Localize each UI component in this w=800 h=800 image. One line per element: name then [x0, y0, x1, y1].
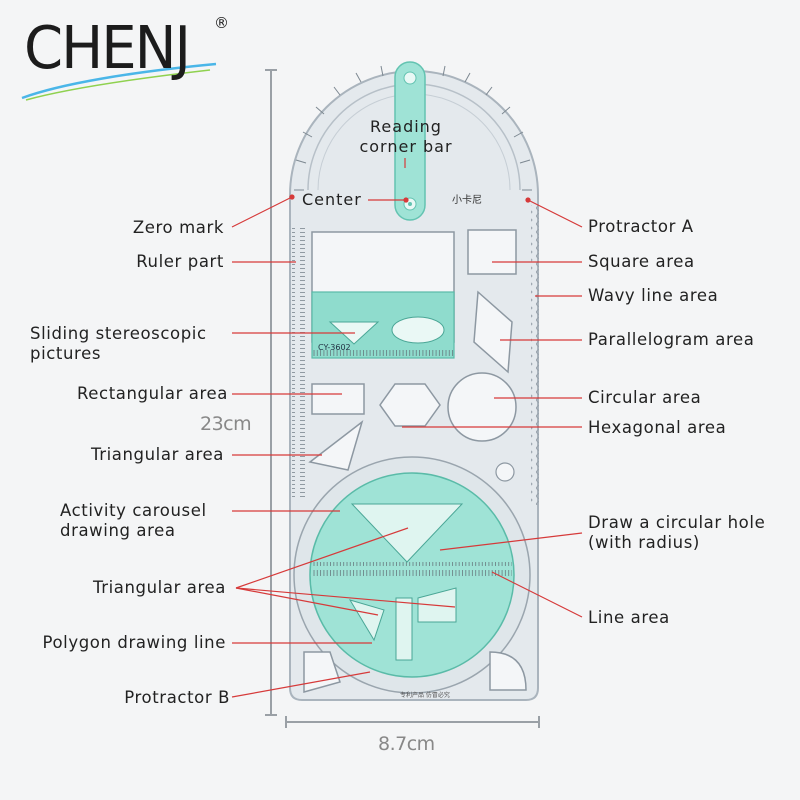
model-number: CY-3602 — [318, 343, 351, 352]
logo-swoosh-icon — [21, 62, 217, 101]
label-protractor-a: Protractor A — [588, 217, 694, 236]
reading-bar-label: Reading corner bar — [359, 117, 453, 156]
label-wavy-line-area: Wavy line area — [588, 286, 719, 305]
product-stamp: 小卡尼 — [452, 195, 482, 206]
product-footer-text: 专利产品 仿冒必究 — [400, 692, 450, 699]
label-circular-area: Circular area — [588, 388, 702, 407]
brand-logo — [20, 14, 220, 108]
label-rectangular-area: Rectangular area — [76, 384, 228, 403]
brand-name: CHENJ — [24, 14, 191, 83]
registered-mark: ® — [214, 14, 229, 32]
center-label: Center — [302, 190, 362, 209]
label-triangular-area-top: Triangular area — [90, 445, 224, 464]
label-line-area: Line area — [588, 608, 670, 627]
label-triangular-area-carousel: Triangular area — [92, 578, 226, 597]
label-parallelogram-area: Parallelogram area — [588, 330, 755, 349]
label-hexagonal-area: Hexagonal area — [588, 418, 727, 437]
label-zero-mark: Zero mark — [132, 218, 224, 237]
label-ruler-part: Ruler part — [136, 252, 224, 271]
label-sliding-pictures: Sliding stereoscopic pictures — [30, 324, 207, 363]
label-protractor-b: Protractor B — [124, 688, 230, 707]
label-circular-hole: Draw a circular hole (with radius) — [588, 513, 766, 552]
label-carousel-area: Activity carousel drawing area — [60, 501, 207, 540]
width-dimension: 8.7cm — [378, 733, 435, 755]
height-dimension: 23cm — [200, 413, 252, 435]
label-square-area: Square area — [588, 252, 695, 271]
label-polygon-line: Polygon drawing line — [42, 633, 226, 652]
reading-corner-bar — [394, 61, 426, 221]
